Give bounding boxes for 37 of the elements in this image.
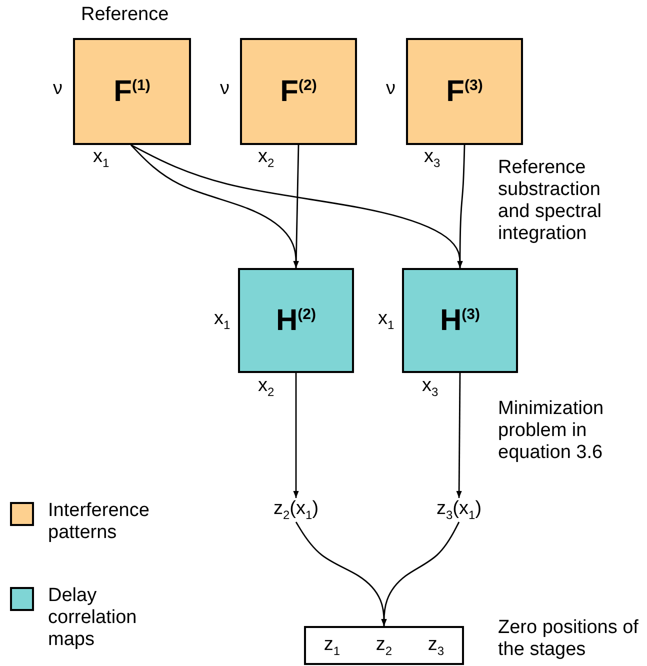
correlation-map-box <box>238 268 354 373</box>
axis-label: ν <box>386 78 396 100</box>
axis-label: x$_{1}$ <box>378 308 394 334</box>
interference-pattern-box <box>73 38 191 145</box>
box-label: F$^{(3)}$ <box>446 76 483 106</box>
axis-label: x$_{3}$ <box>424 146 440 172</box>
note: Zero positions of the stages <box>498 617 640 661</box>
box-label: F$^{(2)}$ <box>280 76 317 106</box>
formula-text: z$_{3}$(x$_{1}$) <box>436 498 482 522</box>
legend-label: Delay correlation maps <box>48 585 138 651</box>
axis-label: x$_{2}$ <box>258 146 274 172</box>
variable-label: z$_{2}$ <box>376 634 392 658</box>
variable-label: z$_{1}$ <box>324 634 340 658</box>
heading: Reference <box>81 4 169 26</box>
arrow <box>457 144 466 268</box>
axis-label: ν <box>53 78 62 100</box>
axis-label: ν <box>220 78 230 100</box>
axis-label: x$_{1}$ <box>214 308 230 334</box>
formula-text: z$_{2}$(x$_{1}$) <box>273 498 319 522</box>
arrow <box>456 373 462 498</box>
note: Reference substraction and spectral integration <box>498 157 603 245</box>
variable-label: z$_{3}$ <box>428 634 444 658</box>
axis-label: x$_{3}$ <box>422 375 438 401</box>
box-label: H$^{(2)}$ <box>276 306 316 336</box>
box-label: H$^{(3)}$ <box>440 306 480 336</box>
note: Minimization problem in equation 3.6 <box>498 398 605 464</box>
interference-pattern-box <box>240 38 357 145</box>
axis-label: x$_{1}$ <box>93 146 110 172</box>
result-box <box>304 626 464 665</box>
interference-pattern-box <box>406 38 523 145</box>
correlation-map-box <box>402 268 518 373</box>
arrow <box>293 144 300 268</box>
legend-label: Interference patterns <box>48 500 150 544</box>
arrow <box>293 373 299 498</box>
box-label: F$^{(1)}$ <box>114 76 150 106</box>
axis-label: x$_{2}$ <box>258 375 274 401</box>
arrow <box>381 522 460 626</box>
